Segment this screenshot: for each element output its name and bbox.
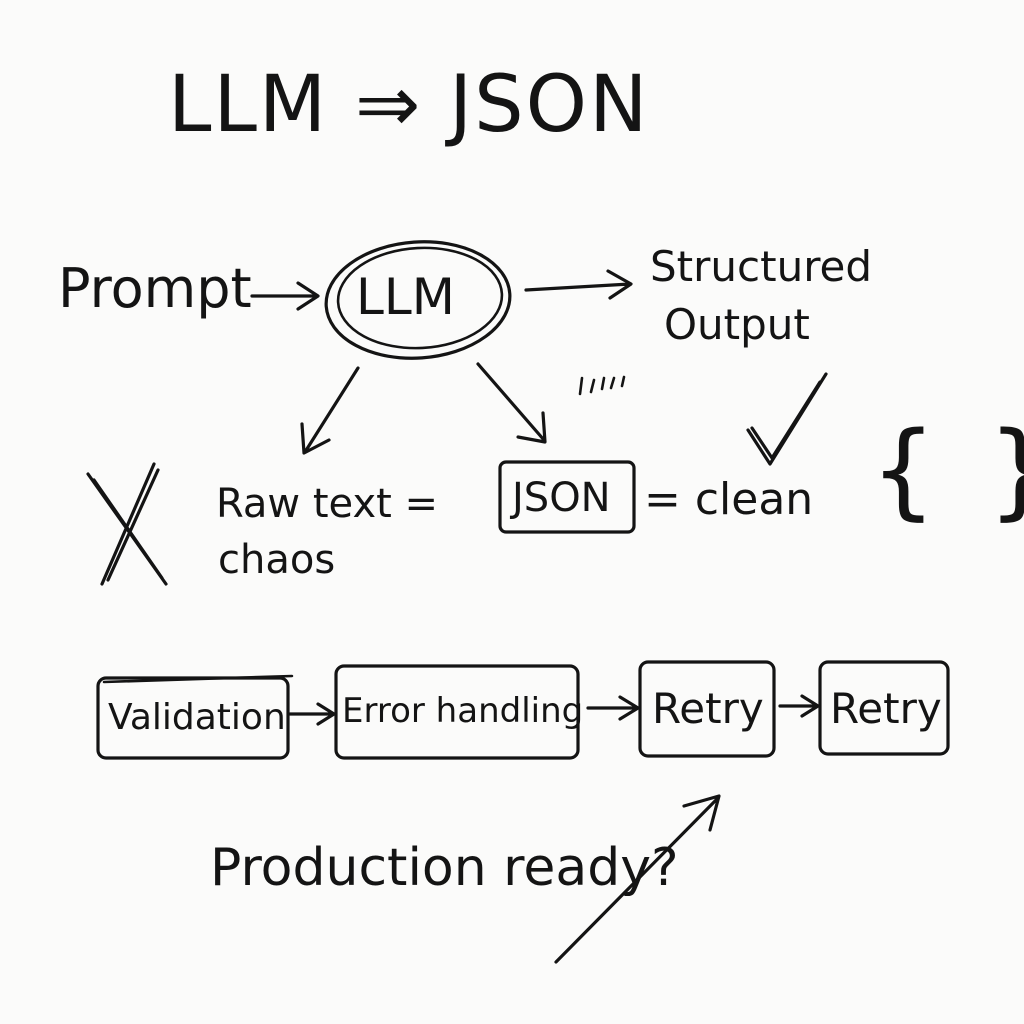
pipeline-step-retry-2: Retry	[830, 684, 942, 733]
arrow-retry-to-retry	[778, 694, 820, 718]
pipeline-box-error	[334, 664, 580, 760]
json-clean-label: = clean	[644, 474, 814, 525]
cross-mark-icon	[86, 462, 168, 586]
pipeline-step-retry-1: Retry	[652, 684, 764, 733]
arrow-prompt-to-llm	[250, 281, 320, 311]
raw-text-line2: chaos	[218, 537, 336, 583]
llm-ellipse-inner	[336, 246, 504, 350]
json-box-label: JSON	[512, 475, 611, 521]
pipeline-step-error-handling: Error handling	[342, 691, 584, 731]
page-title: LLM ⇒ JSON	[168, 60, 650, 150]
production-ready-label: Production ready?	[210, 838, 679, 898]
pipeline-box-retry-2	[818, 660, 950, 756]
arrow-llm-to-raw	[300, 366, 360, 455]
curly-braces-icon: { }	[872, 409, 1024, 531]
pipeline-box-validation-overline	[102, 674, 294, 684]
check-mark-icon	[746, 372, 828, 466]
json-box-outline	[498, 460, 636, 534]
raw-text-line1: Raw text =	[216, 481, 439, 527]
pipeline-step-validation: Validation	[108, 697, 286, 738]
arrow-diagonal-up	[554, 794, 721, 964]
scratch-marks	[578, 375, 626, 396]
structured-output-line2: Output	[664, 300, 810, 349]
pipeline-box-retry-1	[638, 660, 776, 758]
llm-label: LLM	[356, 268, 455, 326]
prompt-label: Prompt	[58, 257, 252, 320]
arrow-llm-to-output	[524, 269, 633, 300]
arrow-validation-to-error	[288, 702, 336, 726]
arrow-error-to-retry	[586, 695, 640, 721]
structured-output-line1: Structured	[650, 242, 873, 291]
arrow-llm-to-json	[476, 362, 547, 444]
llm-ellipse-outer	[324, 240, 512, 360]
